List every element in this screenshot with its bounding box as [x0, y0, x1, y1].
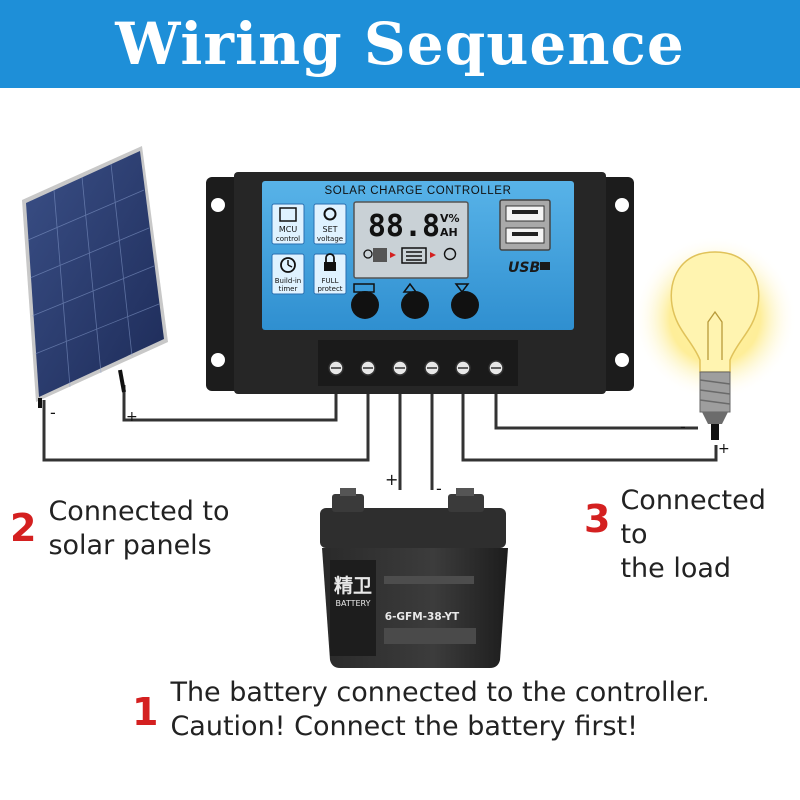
- svg-text:FULL: FULL: [322, 277, 339, 285]
- lock-icon: [324, 262, 336, 271]
- battery-minus-label: -: [436, 479, 442, 498]
- battery-model: 6-GFM-38-YT: [385, 611, 460, 623]
- chip-icon: [279, 207, 297, 222]
- svg-text:SET: SET: [322, 225, 337, 234]
- battery-brand: BATTERY: [336, 599, 371, 608]
- feature-icons: MCU control SET voltage Build-in timer F…: [271, 203, 347, 295]
- title-banner: Wiring Sequence: [0, 0, 800, 88]
- down-arrow-icon: [454, 283, 470, 294]
- panel-plus-wire: [122, 372, 338, 422]
- usb-ports: USB: [499, 199, 551, 276]
- step-3-note: 3 Connected to the load: [584, 484, 800, 586]
- lcd-digits: 88.8: [368, 209, 440, 244]
- step-2-note: 2 Connected to solar panels: [10, 495, 230, 563]
- step-3-number: 3: [584, 497, 611, 541]
- up-button[interactable]: [401, 291, 429, 319]
- panel-minus-wire: [42, 372, 370, 462]
- light-bulb: - +: [633, 236, 797, 457]
- solar-panel: - +: [22, 146, 168, 425]
- svg-text:voltage: voltage: [317, 235, 343, 243]
- lcd-display: 88.8 V% AH: [353, 201, 469, 279]
- step-3-text: Connected to the load: [620, 485, 766, 584]
- step-2-number: 2: [10, 506, 37, 550]
- gear-icon: [323, 207, 337, 221]
- clock-icon: [280, 257, 296, 273]
- panel-mini-icon: [373, 248, 387, 262]
- step-1-note: 1 The battery connected to the controlle…: [132, 676, 710, 744]
- usb-icon: [540, 262, 550, 270]
- control-buttons: [351, 282, 479, 319]
- svg-text:MCU: MCU: [279, 225, 297, 234]
- panel-minus-label: -: [50, 403, 56, 422]
- usb-label: USB: [508, 260, 540, 276]
- svg-text:control: control: [276, 235, 300, 243]
- step-1-text: The battery connected to the controller.…: [170, 677, 710, 742]
- lcd-unit-top: V%: [440, 212, 460, 225]
- load-minus-label: -: [680, 417, 686, 436]
- arrow-icon: [390, 252, 396, 258]
- panel-plus-label: +: [126, 409, 138, 425]
- load-plus-label: +: [718, 441, 730, 457]
- lcd-unit-bottom: AH: [440, 226, 458, 239]
- menu-button[interactable]: [351, 291, 379, 319]
- svg-text:timer: timer: [279, 285, 298, 293]
- battery-brand-cn: 精卫: [334, 574, 372, 597]
- terminal-block: [318, 340, 518, 386]
- down-button[interactable]: [451, 291, 479, 319]
- svg-text:Build-in: Build-in: [275, 277, 301, 285]
- step-1-number: 1: [132, 690, 159, 734]
- step-2-text: Connected to solar panels: [48, 496, 230, 561]
- load-plus-wire: [461, 372, 718, 462]
- battery: 精卫 BATTERY 6-GFM-38-YT + -: [320, 470, 508, 668]
- bulb-mini-icon: [443, 247, 457, 261]
- sun-icon: [363, 249, 373, 259]
- charge-controller: SOLAR CHARGE CONTROLLER MCU control SET …: [206, 172, 634, 394]
- page-title: Wiring Sequence: [115, 10, 685, 78]
- svg-text:protect: protect: [317, 285, 342, 293]
- controller-title: SOLAR CHARGE CONTROLLER: [325, 185, 512, 197]
- battery-mini-icon: [401, 247, 427, 264]
- battery-plus-label: +: [385, 470, 398, 489]
